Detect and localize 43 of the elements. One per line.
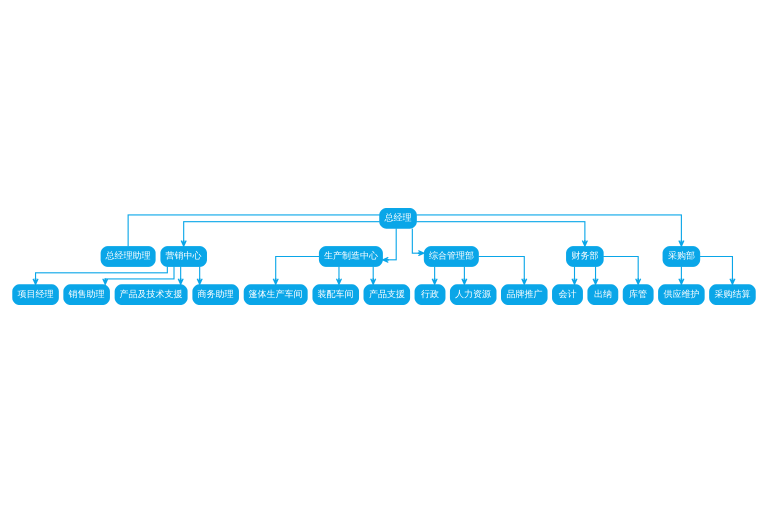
arrow [678,266,684,285]
arrow [478,256,528,285]
arrow [432,266,438,285]
arrow [178,266,184,285]
arrow [382,228,397,263]
node-box: 项目经理 [12,284,59,306]
node-box: 品牌推广 [501,284,548,306]
node-box: 行政 [414,284,446,306]
node-box: 会计 [552,284,583,306]
arrow [416,221,588,247]
node-box: 生产制造中心 [318,246,383,267]
node-box: 总经理助理 [100,246,156,267]
connector [128,214,380,246]
arrow [412,228,425,256]
arrow [571,266,578,285]
arrow [461,266,468,285]
arrow [196,266,203,285]
node-box: 总经理 [379,208,417,229]
node-box: 综合管理部 [424,246,479,267]
node-box: 人力资源 [450,284,496,306]
arrow [336,266,342,285]
node-box: 销售助理 [63,284,110,306]
arrow [592,266,599,285]
node-box: 产品支援 [364,284,410,306]
arrow [32,266,168,286]
node-box: 产品及技术支援 [114,284,188,306]
node-box: 装配车间 [312,284,360,306]
arrow [700,256,736,285]
node-box: 营销中心 [160,246,207,267]
node-box: 库管 [622,284,654,306]
arrow [272,256,319,285]
arrow [180,221,380,247]
node-box: 商务助理 [192,284,239,306]
node-box: 财务部 [566,246,604,267]
node-box: 采购结算 [709,284,756,306]
node-box: 供应维护 [658,284,705,306]
node-box: 篷体生产车间 [244,284,308,306]
node-box: 采购部 [662,246,700,267]
arrow [604,256,642,285]
arrow [416,214,684,247]
arrow [370,266,376,285]
arrow [102,266,175,285]
node-box: 出纳 [587,284,618,306]
